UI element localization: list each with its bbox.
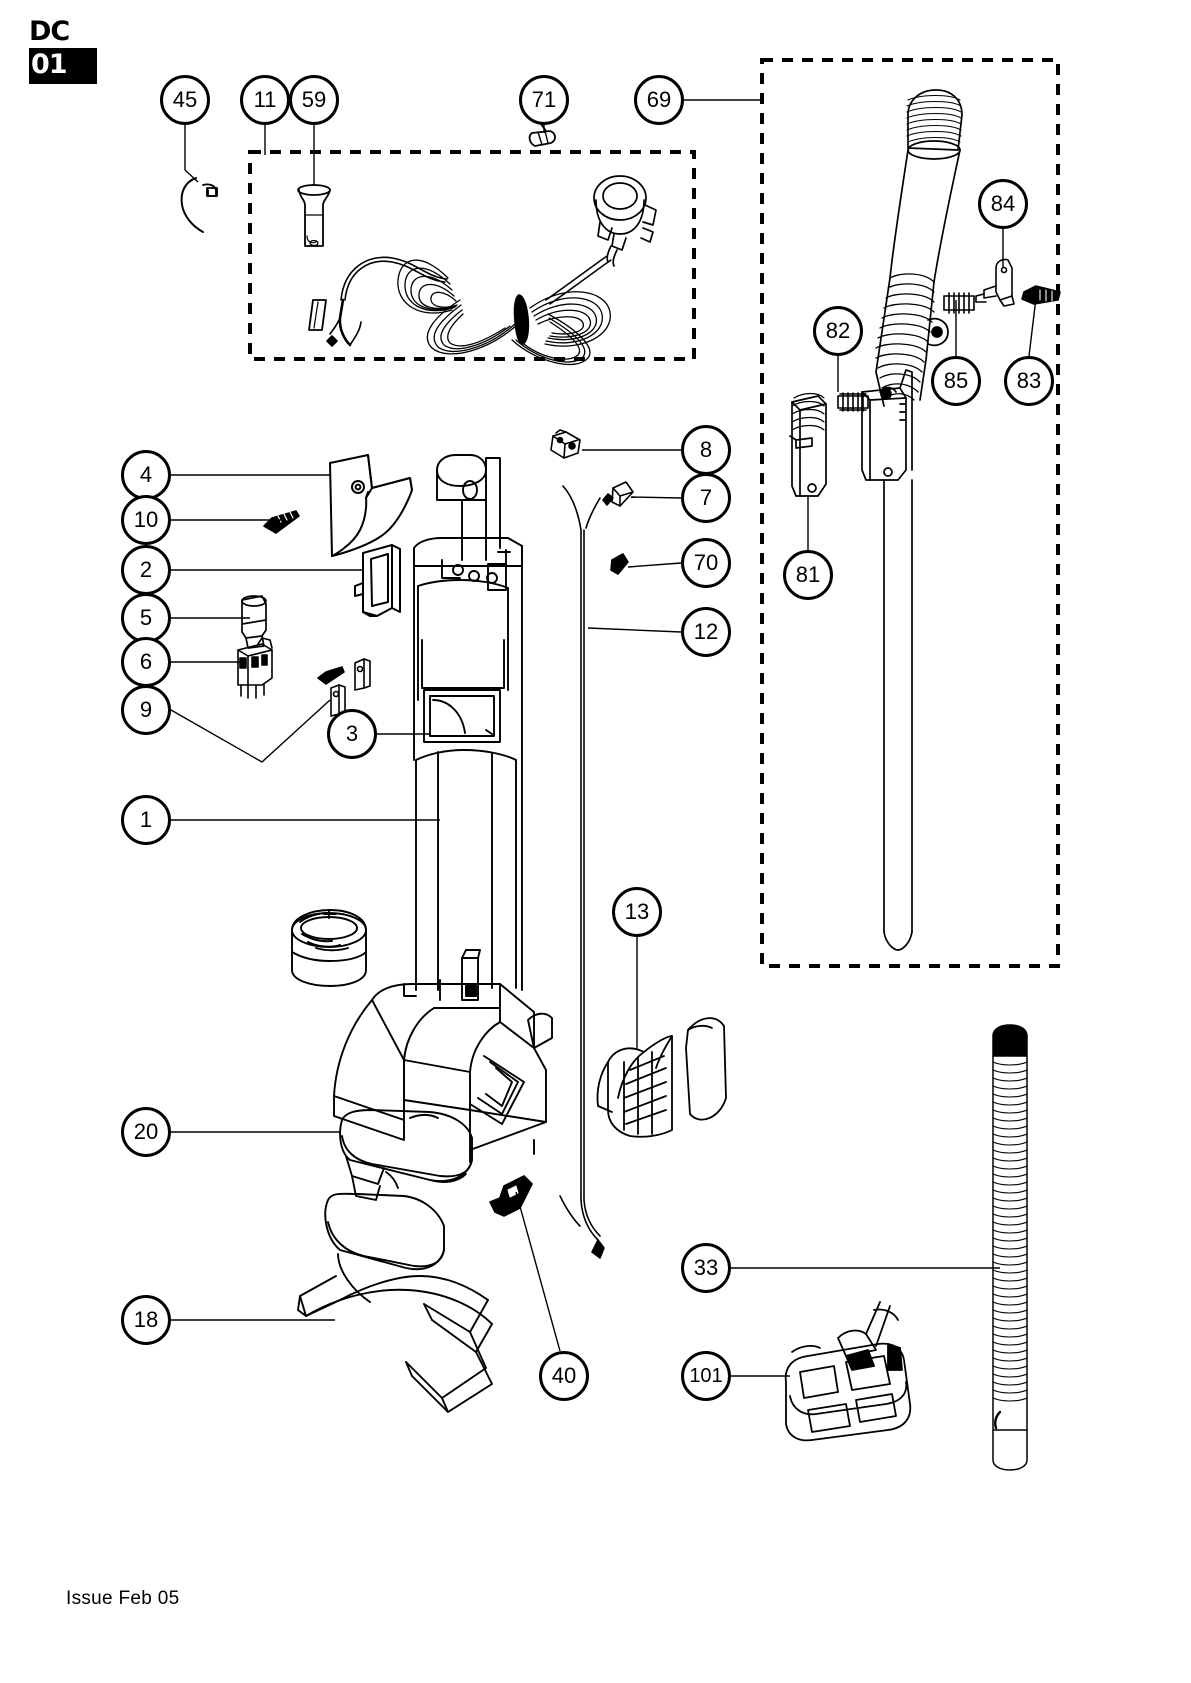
callout-label: 18 [133,1307,159,1332]
callout-label: 81 [795,562,821,587]
callout-label: 11 [253,87,277,112]
callout-label: 9 [139,697,153,722]
callout-4[interactable]: 4 [121,450,171,500]
part-4-artwork [329,454,413,557]
callout-label: 8 [699,437,713,462]
part-2-artwork [354,544,401,617]
part-12-artwork [559,485,614,1259]
logo-text-dc: DC [29,16,70,47]
issue-date-footer: Issue Feb 05 [66,1588,180,1609]
part-83-artwork [1021,285,1061,305]
callout-label: 10 [133,507,159,532]
callout-5[interactable]: 5 [121,593,171,643]
callout-6[interactable]: 6 [121,637,171,687]
part-20-artwork [339,1109,473,1201]
part-9-artwork [317,658,371,717]
callout-label: 85 [943,368,969,393]
part-85-artwork [943,292,975,314]
dc01-logo: DC 01 [29,18,97,86]
callout-20[interactable]: 20 [121,1107,171,1157]
callout-85[interactable]: 85 [931,356,981,406]
callout-33[interactable]: 33 [681,1243,731,1293]
callout-3[interactable]: 3 [327,709,377,759]
part-18-artwork [297,1192,493,1413]
callout-71[interactable]: 71 [519,75,569,125]
callout-label: 20 [133,1119,159,1144]
callout-label: 82 [825,318,851,343]
callout-label: 45 [172,87,198,112]
filter-pad-artwork [685,1017,727,1121]
part-82-artwork [837,392,869,412]
callout-label: 70 [693,550,719,575]
callout-label: 6 [139,649,153,674]
callout-label: 59 [301,87,327,112]
part-11-artwork [308,175,657,366]
part-5-artwork [241,595,267,649]
callout-101[interactable]: 101 [681,1351,731,1401]
base-assembly-artwork [333,949,553,1163]
callout-9[interactable]: 9 [121,685,171,735]
part-6-artwork [237,637,273,699]
part-13-artwork [596,1035,673,1138]
callout-40[interactable]: 40 [539,1351,589,1401]
part-7-artwork [611,481,634,507]
callout-label: 12 [693,619,719,644]
part-10-artwork [263,510,300,534]
part-45-artwork [180,177,218,233]
callout-13[interactable]: 13 [612,887,662,937]
callout-7[interactable]: 7 [681,473,731,523]
part-81-artwork [789,392,827,497]
callout-label: 84 [990,191,1016,216]
part-59-artwork [297,184,331,247]
callout-label: 71 [531,87,557,112]
callout-1[interactable]: 1 [121,795,171,845]
callout-label: 69 [646,87,672,112]
callout-81[interactable]: 81 [783,550,833,600]
part-70-artwork [610,553,629,575]
part-101-artwork [784,1301,912,1442]
part-8-artwork [550,429,581,459]
part-84-artwork [975,258,1015,307]
callout-label: 1 [139,807,153,832]
callout-label: 5 [139,605,153,630]
part-40-artwork [489,1175,533,1217]
callout-8[interactable]: 8 [681,425,731,475]
callout-18[interactable]: 18 [121,1295,171,1345]
callout-label: 3 [345,721,359,746]
callout-83[interactable]: 83 [1004,356,1054,406]
callout-label: 13 [624,899,650,924]
part-33-artwork [992,1024,1028,1471]
callout-11[interactable]: 11 [240,75,290,125]
callout-label: 40 [551,1363,577,1388]
callout-label: 2 [139,557,153,582]
part-71-artwork [528,123,556,147]
callout-2[interactable]: 2 [121,545,171,595]
part-69-artwork [861,89,963,951]
callout-84[interactable]: 84 [978,179,1028,229]
callout-70[interactable]: 70 [681,538,731,588]
callout-label: 4 [139,462,153,487]
callout-label: 101 [689,1364,723,1387]
part-1-artwork [291,454,523,991]
callout-69[interactable]: 69 [634,75,684,125]
callout-45[interactable]: 45 [160,75,210,125]
callout-label: 83 [1016,368,1042,393]
callout-82[interactable]: 82 [813,306,863,356]
callout-label: 33 [693,1255,719,1280]
callout-label: 7 [699,485,713,510]
callout-10[interactable]: 10 [121,495,171,545]
callout-12[interactable]: 12 [681,607,731,657]
callout-59[interactable]: 59 [289,75,339,125]
logo-text-01: 01 [29,48,97,84]
